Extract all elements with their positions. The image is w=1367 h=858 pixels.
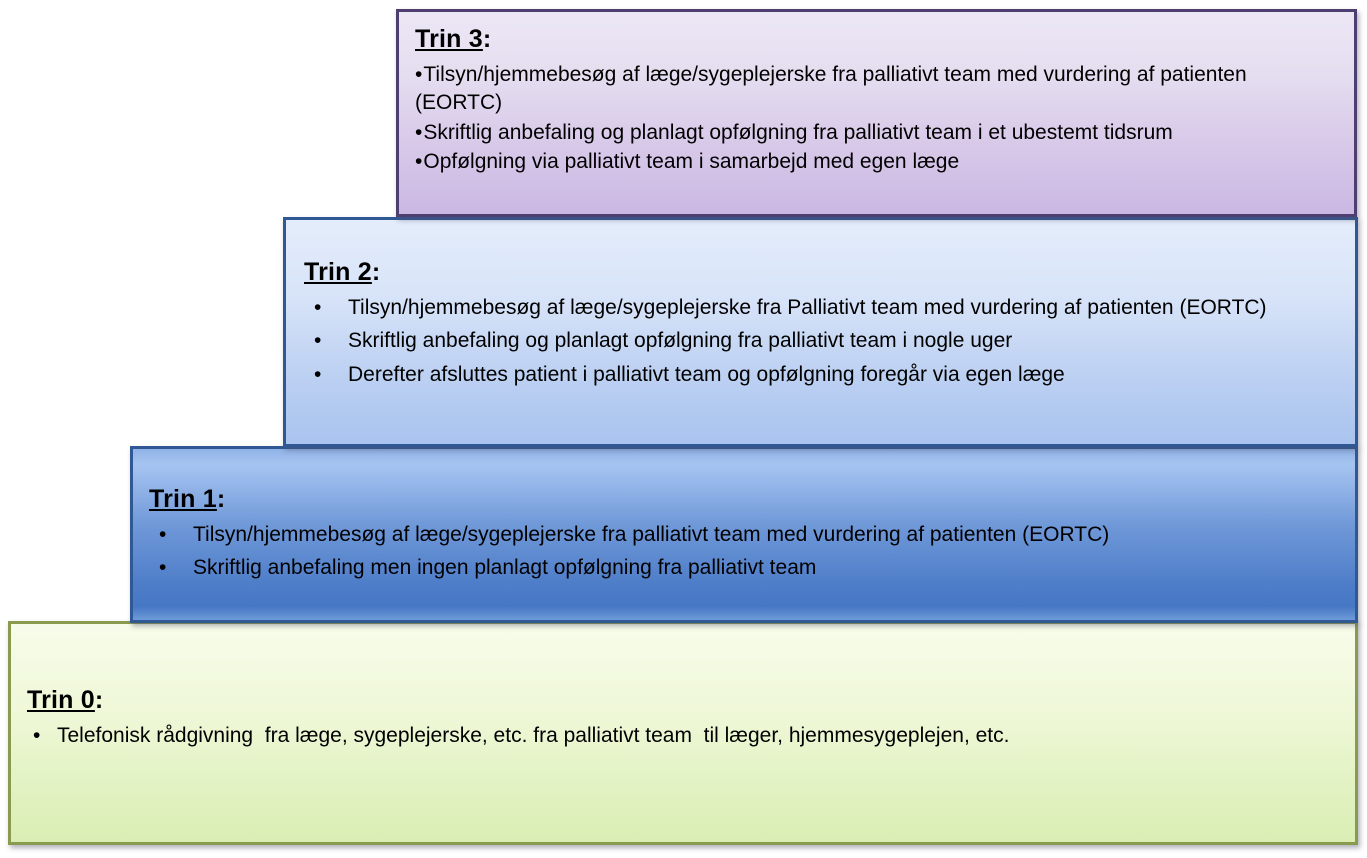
- bullet-text: Tilsyn/hjemmebesøg af læge/sygeplejerske…: [415, 62, 1253, 115]
- step-title-trin-3: Trin 3:: [415, 25, 1336, 54]
- step-title-text: Trin 3: [415, 25, 483, 53]
- bullet-text: Derefter afsluttes patient i palliativt …: [348, 362, 1065, 386]
- bullet-item: • Telefonisk rådgivning fra læge, sygeple…: [27, 722, 1339, 751]
- step-title-trin-2: Trin 2:: [304, 258, 1337, 287]
- step-box-trin-0: Trin 0: • Telefonisk rådgivning fra læge,…: [8, 621, 1358, 845]
- step-title-text: Trin 1: [149, 485, 217, 513]
- bullet-item: • Tilsyn/hjemmebesøg af læge/sygeplejersk…: [304, 294, 1337, 323]
- bullet-text: Tilsyn/hjemmebesøg af læge/sygeplejerske…: [193, 522, 1110, 546]
- bullet-item: • Skriftlig anbefaling og planlagt opfølg…: [304, 327, 1337, 356]
- bullet-icon: •: [159, 556, 167, 580]
- bullet-item: • Derefter afsluttes patient i palliativt…: [304, 361, 1337, 390]
- step-bullet-list: • Tilsyn/hjemmebesøg af læge/sygeplejersk…: [304, 294, 1337, 390]
- step-title-trin-1: Trin 1:: [149, 485, 1339, 514]
- bullet-icon: •: [314, 362, 322, 386]
- step-title-colon: :: [371, 258, 381, 286]
- step-box-trin-2: Trin 2: • Tilsyn/hjemmebesøg af læge/syge…: [283, 217, 1358, 447]
- step-title-text: Trin 2: [304, 258, 372, 286]
- bullet-text: Opfølgning via palliativt team i samarbe…: [423, 150, 960, 174]
- bullet-icon: •: [314, 295, 322, 319]
- bullet-text: Telefonisk rådgivning fra læge, sygeplej…: [57, 723, 1010, 747]
- step-bullet-list: • Tilsyn/hjemmebesøg af læge/sygeplejersk…: [149, 521, 1339, 583]
- step-title-colon: :: [216, 485, 226, 513]
- step-box-trin-3: Trin 3: •Tilsyn/hjemmebesøg af læge/syge…: [396, 9, 1357, 217]
- bullet-icon: •: [314, 329, 322, 353]
- step-title-colon: :: [482, 25, 492, 53]
- bullet-item: •Tilsyn/hjemmebesøg af læge/sygeplejersk…: [415, 61, 1336, 118]
- step-bullet-list: • Telefonisk rådgivning fra læge, sygeple…: [27, 722, 1339, 751]
- bullet-item: • Skriftlig anbefaling men ingen planlagt…: [149, 554, 1339, 583]
- bullet-icon: •: [415, 150, 423, 174]
- bullet-text: Skriftlig anbefaling og planlagt opfølgn…: [348, 329, 1013, 353]
- bullet-icon: •: [33, 723, 41, 747]
- step-title-trin-0: Trin 0:: [27, 686, 1339, 715]
- step-title-colon: :: [94, 686, 104, 714]
- bullet-item: • Tilsyn/hjemmebesøg af læge/sygeplejersk…: [149, 521, 1339, 550]
- bullet-icon: •: [415, 62, 423, 86]
- bullet-text: Skriftlig anbefaling og planlagt opfølgn…: [423, 120, 1173, 144]
- bullet-icon: •: [415, 120, 423, 144]
- step-title-text: Trin 0: [27, 686, 95, 714]
- bullet-icon: •: [159, 522, 167, 546]
- bullet-item: •Skriftlig anbefaling og planlagt opfølg…: [415, 119, 1336, 148]
- bullet-text: Skriftlig anbefaling men ingen planlagt …: [193, 556, 817, 580]
- bullet-item: •Opfølgning via palliativt team i samarb…: [415, 148, 1336, 177]
- step-box-trin-1: Trin 1: • Tilsyn/hjemmebesøg af læge/syge…: [130, 446, 1358, 623]
- bullet-text: Tilsyn/hjemmebesøg af læge/sygeplejerske…: [348, 295, 1267, 319]
- step-bullet-list: •Tilsyn/hjemmebesøg af læge/sygeplejersk…: [415, 61, 1336, 177]
